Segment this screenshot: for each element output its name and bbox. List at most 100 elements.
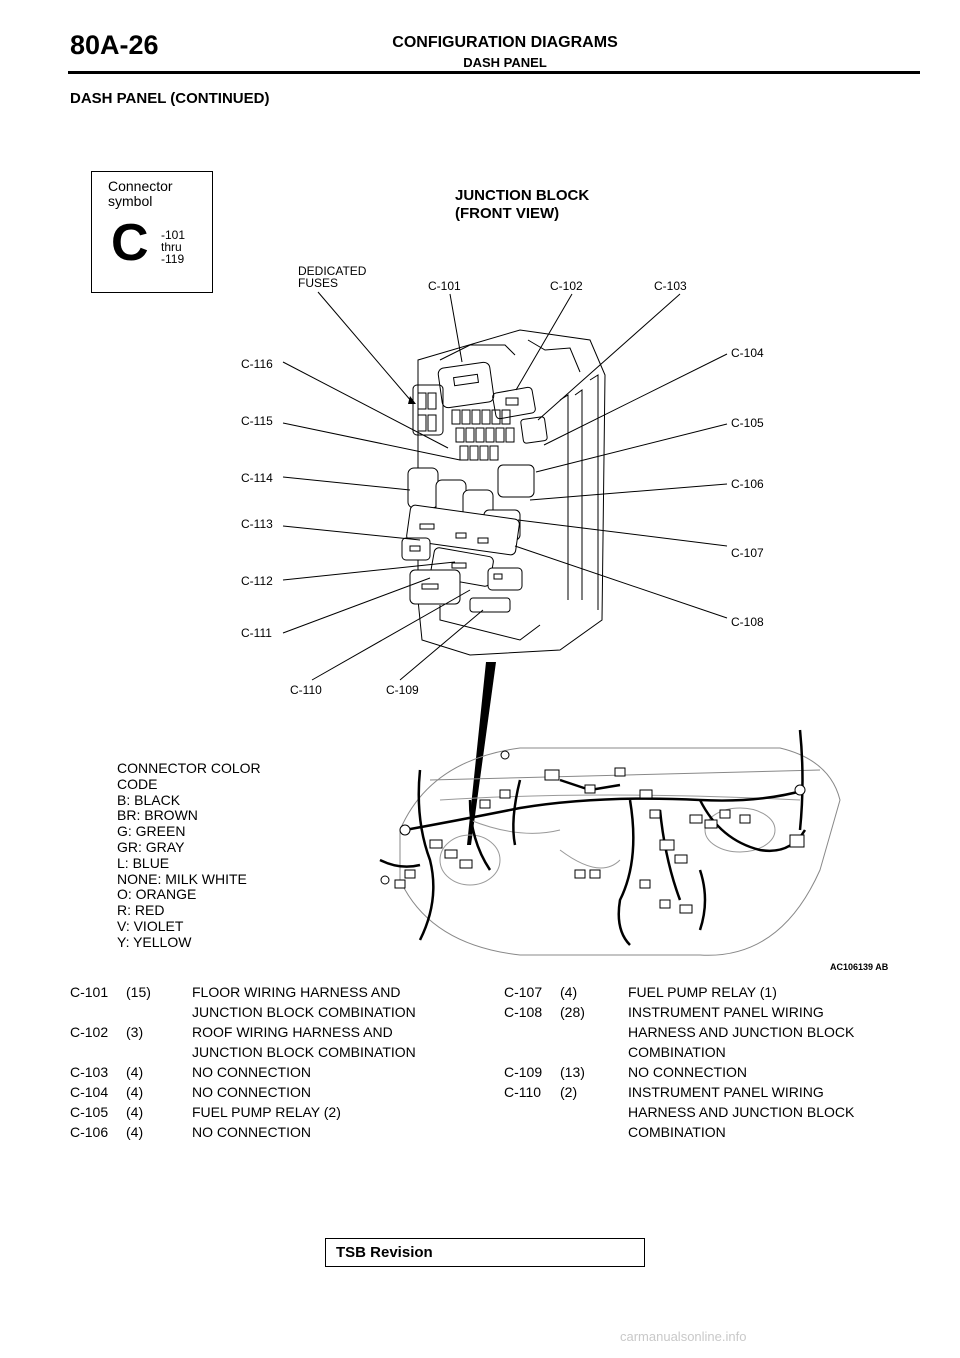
legend-pins: (4) xyxy=(126,1124,144,1140)
legend-desc: COMBINATION xyxy=(628,1124,726,1140)
callout-c102: C-102 xyxy=(550,279,583,293)
color-code-entry: O: ORANGE xyxy=(117,886,197,903)
legend-row: C-107 (4) FUEL PUMP RELAY (1) xyxy=(504,984,914,1004)
legend-pins: (4) xyxy=(126,1084,144,1100)
connector-symbol-range: -101 thru -119 xyxy=(161,229,185,265)
callout-c116: C-116 xyxy=(241,357,273,371)
callout-c106: C-106 xyxy=(731,477,764,491)
watermark: carmanualsonline.info xyxy=(620,1329,747,1344)
color-code-entry: Y: YELLOW xyxy=(117,933,192,950)
connector-symbol-box xyxy=(91,171,213,293)
legend-desc: FLOOR WIRING HARNESS AND xyxy=(192,984,401,1000)
range-line-3: -119 xyxy=(161,252,185,266)
callout-c111: C-111 xyxy=(241,626,272,640)
legend-row: C-102 (3) ROOF WIRING HARNESS AND xyxy=(70,1024,470,1044)
callout-c107: C-107 xyxy=(731,546,764,560)
caption-line-1: Connector xyxy=(108,178,173,194)
section-title: DASH PANEL (CONTINUED) xyxy=(70,90,270,107)
legend-desc: COMBINATION xyxy=(628,1044,726,1060)
legend-row: HARNESS AND JUNCTION BLOCK xyxy=(504,1024,914,1044)
callout-c113: C-113 xyxy=(241,517,273,531)
callout-c110: C-110 xyxy=(290,683,322,697)
dedicated-fuses-line-1: DEDICATED xyxy=(298,264,367,278)
legend-pins: (4) xyxy=(126,1104,144,1120)
legend-code: C-104 xyxy=(70,1084,109,1100)
legend-code: C-103 xyxy=(70,1064,109,1080)
legend-desc: JUNCTION BLOCK COMBINATION xyxy=(192,1004,416,1020)
legend-row: C-106 (4) NO CONNECTION xyxy=(70,1124,470,1144)
connector-symbol-letter: C xyxy=(111,214,149,272)
legend-row: C-104 (4) NO CONNECTION xyxy=(70,1084,470,1104)
legend-left: C-101 (15) FLOOR WIRING HARNESS AND JUNCTI… xyxy=(70,984,470,1144)
legend-row: JUNCTION BLOCK COMBINATION xyxy=(70,1044,470,1064)
callout-c108: C-108 xyxy=(731,615,764,629)
dedicated-fuses-label: DEDICATED FUSES xyxy=(298,265,366,289)
legend-pins: (15) xyxy=(126,984,151,1000)
legend-row: JUNCTION BLOCK COMBINATION xyxy=(70,1004,470,1024)
legend-row: C-105(4)FUEL PUMP RELAY (2) xyxy=(70,1104,470,1124)
legend-code: C-102 xyxy=(70,1024,109,1040)
legend-desc: HARNESS AND JUNCTION BLOCK xyxy=(628,1104,855,1120)
callout-c103: C-103 xyxy=(654,279,687,293)
legend-row: C-101 (15) FLOOR WIRING HARNESS AND xyxy=(70,984,470,1004)
color-code-entry: GR: GRAY xyxy=(117,838,185,855)
callout-c109: C-109 xyxy=(386,683,419,697)
color-code-entry: R: RED xyxy=(117,902,165,919)
legend-desc: NO CONNECTION xyxy=(628,1064,747,1080)
color-code-title-2: CODE xyxy=(117,775,158,792)
legend-code: C-108 xyxy=(504,1004,543,1020)
callout-c105: C-105 xyxy=(731,416,764,430)
legend-row: COMBINATION xyxy=(504,1044,914,1064)
color-code-entry: V: VIOLET xyxy=(117,917,184,934)
header-subtitle: DASH PANEL xyxy=(463,55,547,70)
legend-desc: FUEL PUMP RELAY (1) xyxy=(628,984,777,1000)
jb-title-line-2: (FRONT VIEW) xyxy=(455,205,560,222)
color-code-entry: B: BLACK xyxy=(117,791,181,808)
legend-pins: (28) xyxy=(560,1004,585,1020)
legend-pins: (3) xyxy=(126,1024,144,1040)
legend-desc: INSTRUMENT PANEL WIRING xyxy=(628,1084,824,1100)
tsb-revision-box: TSB Revision xyxy=(325,1238,645,1267)
legend-pins: (13) xyxy=(560,1064,585,1080)
header-title: CONFIGURATION DIAGRAMS xyxy=(392,34,618,51)
color-code-entry: G: GREEN xyxy=(117,823,186,840)
legend-desc: JUNCTION BLOCK COMBINATION xyxy=(192,1044,416,1060)
tsb-revision-label: TSB Revision xyxy=(336,1244,433,1261)
legend-desc: FUEL PUMP RELAY (2) xyxy=(192,1104,341,1120)
callout-c101: C-101 xyxy=(428,279,461,293)
callout-c115: C-115 xyxy=(241,414,273,428)
legend-right: C-107 (4) FUEL PUMP RELAY (1) C-108 (28) INS… xyxy=(504,984,914,1144)
legend-row: C-108(28)INSTRUMENT PANEL WIRING xyxy=(504,1004,914,1024)
junction-block-title: JUNCTION BLOCK (FRONT VIEW) xyxy=(455,187,589,223)
range-line-2: thru xyxy=(161,240,182,254)
legend-code: C-106 xyxy=(70,1124,109,1140)
jb-title-line-1: JUNCTION BLOCK xyxy=(455,187,590,204)
color-code-title-1: CONNECTOR COLOR xyxy=(117,760,261,776)
legend-desc: NO CONNECTION xyxy=(192,1124,311,1140)
dedicated-fuses-line-2: FUSES xyxy=(298,276,339,290)
legend-row: C-109(13)NO CONNECTION xyxy=(504,1064,914,1084)
legend-row: C-103(4)NO CONNECTION xyxy=(70,1064,470,1084)
color-code-entry: NONE: MILK WHITE xyxy=(117,870,247,887)
callout-c112: C-112 xyxy=(241,574,273,588)
legend-row: C-110 (2) INSTRUMENT PANEL WIRING xyxy=(504,1084,914,1104)
legend-desc: ROOF WIRING HARNESS AND xyxy=(192,1024,393,1040)
legend-row: COMBINATION xyxy=(504,1124,914,1144)
legend-code: C-110 xyxy=(504,1084,542,1100)
connector-color-code: CONNECTOR COLOR CODE B: BLACK BR: BROWN … xyxy=(117,760,261,951)
header-rule xyxy=(68,71,920,74)
color-code-entry: L: BLUE xyxy=(117,854,170,871)
legend-code: C-101 xyxy=(70,984,109,1000)
callout-c114: C-114 xyxy=(241,471,273,485)
legend-desc: NO CONNECTION xyxy=(192,1084,311,1100)
range-line-1: -101 xyxy=(161,228,186,242)
color-code-entry: BR: BROWN xyxy=(117,807,198,824)
connector-symbol-caption: Connector symbol xyxy=(108,179,173,209)
caption-line-2: symbol xyxy=(108,193,153,209)
legend-pins: (4) xyxy=(560,984,578,1000)
legend-code: C-107 xyxy=(504,984,543,1000)
page-number: 80A-26 xyxy=(70,30,159,60)
legend-pins: (4) xyxy=(126,1064,144,1080)
legend-pins: (2) xyxy=(560,1084,578,1100)
